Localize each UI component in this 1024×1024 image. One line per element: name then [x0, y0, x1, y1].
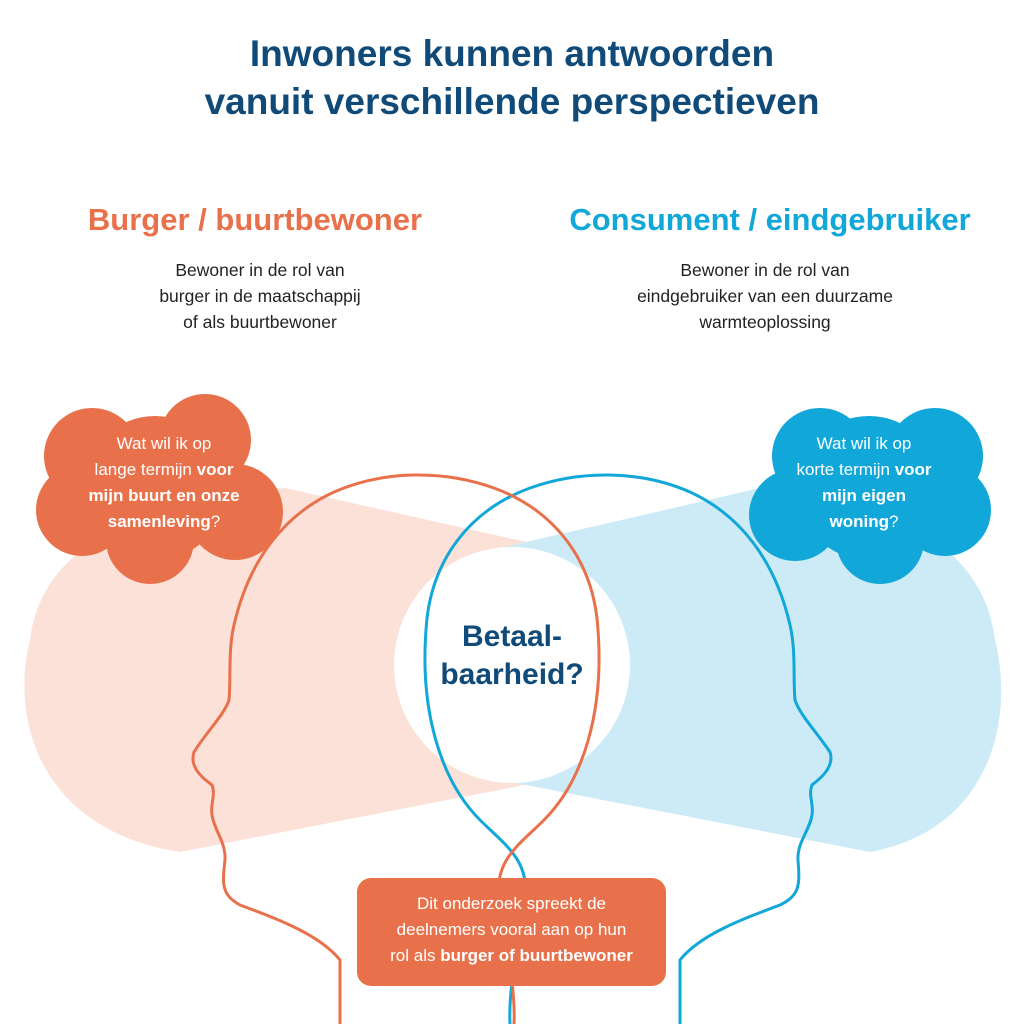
right-description: Bewoner in de rol van eindgebruiker van …	[637, 260, 893, 332]
right-bubble-text: Wat wil ik op korte termijn voor mijn ei…	[796, 434, 932, 531]
bottom-note-box: Dit onderzoek spreekt de deelnemers voor…	[357, 878, 666, 986]
left-bubble-text: Wat wil ik op lange termijn voor mijn bu…	[88, 434, 240, 531]
title-line-2: vanuit verschillende perspectieven	[204, 81, 820, 122]
title-line-1: Inwoners kunnen antwoorden	[249, 33, 775, 74]
bottom-note-text: Dit onderzoek spreekt de deelnemers voor…	[390, 894, 633, 965]
left-thought-bubble	[36, 394, 283, 584]
page-title: Inwoners kunnen antwoorden vanuit versch…	[0, 30, 1024, 126]
center-label: Betaal- baarheid?	[440, 620, 584, 691]
right-thought-bubble	[749, 408, 991, 584]
right-head-outline	[423, 473, 833, 1024]
right-heading: Consument / eindgebruiker	[569, 202, 971, 237]
left-heading: Burger / buurtbewoner	[87, 202, 423, 237]
center-circle	[394, 547, 630, 783]
left-description: Bewoner in de rol van burger in de maats…	[159, 260, 361, 332]
